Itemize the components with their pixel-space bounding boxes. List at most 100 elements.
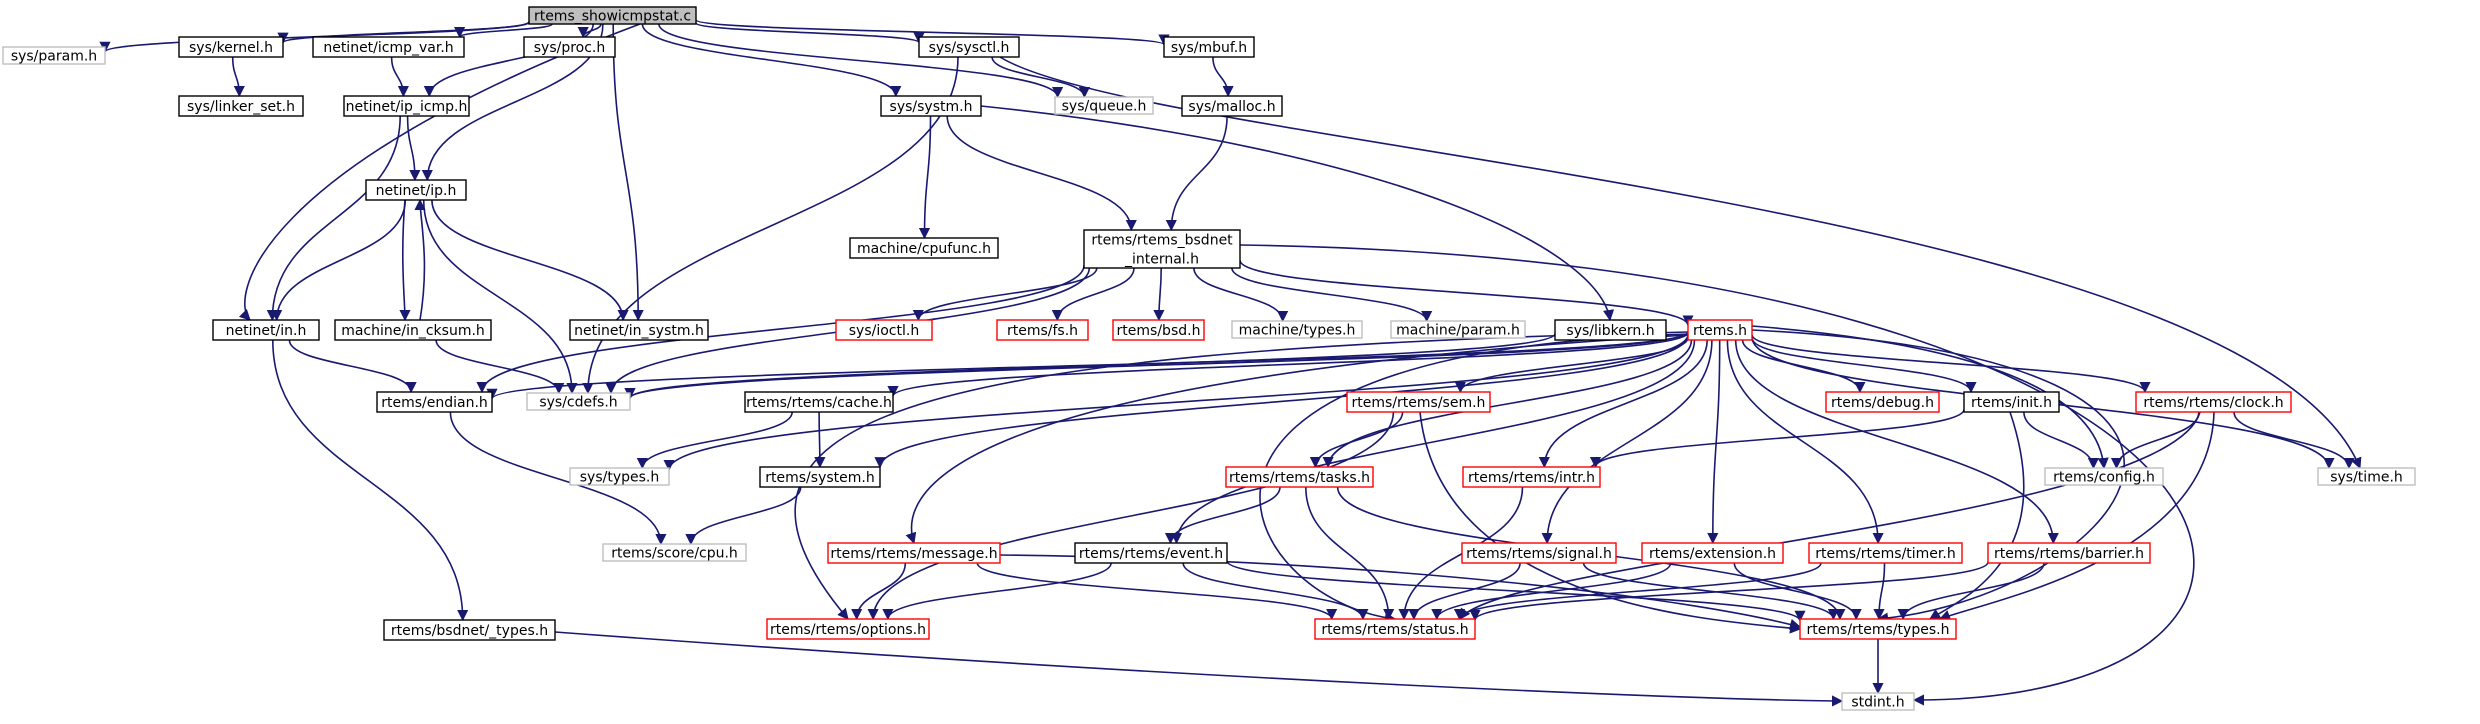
edge-path [612,23,644,322]
edge-path [554,631,1844,707]
edge-rtems-cache-to-rtems-system [814,411,826,469]
edge-path [874,335,1689,469]
edge-root-to-in-systm [612,23,644,322]
edge-rtems-h-to-rtems-extension [1707,339,1721,545]
node-bsdnet-internal[interactable]: rtems/rtems_bsdnet_internal.h [1083,229,1241,269]
node-rtems-intr: rtems/rtems/intr.h [1462,466,1601,488]
edge-path [1226,560,1806,622]
node-label: rtems/config.h [2053,470,2155,486]
edge-path [1751,337,1977,394]
node-box [2135,391,2292,413]
node-label: rtems_showicmpstat.c [534,9,691,25]
edge-path [1733,562,1862,621]
edge-netinet-in-to-bsdnet-types [272,339,469,622]
edge-path [1165,115,1228,232]
edge-path [231,56,245,98]
node-label: rtems/bsdnet/_types.h [391,623,548,639]
edge-rtems-h-to-rtems-intr [1538,339,1708,469]
edge-rtems-timer-to-rtems-status [1454,562,1822,621]
edge-path [1897,562,2045,621]
edge-rtems-tasks-to-rtems-event [1164,486,1281,545]
node-box [376,391,493,413]
node-sys-queue: sys/queue.h [1054,96,1154,115]
edge-path [695,22,925,44]
node-rtems-event[interactable]: rtems/rtems/event.h [1074,542,1228,564]
node-sys-libkern[interactable]: sys/libkern.h [1554,319,1667,341]
node-rtems-cache[interactable]: rtems/rtems/cache.h [744,391,894,413]
edge-bsdnet-internal-to-rtems-fs [1051,267,1135,322]
node-machine-param: machine/param.h [1390,320,1526,339]
node-rtems-endian[interactable]: rtems/endian.h [376,391,493,413]
node-netinet-in[interactable]: netinet/in.h [212,319,320,341]
edge-rtems-timer-to-rtems-types [1873,562,1886,621]
edge-path [449,411,667,546]
edge-bsdnet-internal-to-machine-param [1231,267,1433,323]
node-rtems-init[interactable]: rtems/init.h [1963,391,2060,413]
node-ip-icmp[interactable]: netinet/ip_icmp.h [343,95,470,117]
edge-path [918,115,932,240]
node-sys-param: sys/param.h [2,46,106,65]
node-label: sys/param.h [11,49,97,65]
node-in-systm[interactable]: netinet/in_systm.h [569,319,709,341]
node-box [2317,467,2416,486]
node-label: rtems/rtems/clock.h [2143,395,2283,411]
node-rtems-sem: rtems/rtems/sem.h [1346,391,1491,413]
node-rtems-system[interactable]: rtems/system.h [759,466,881,488]
node-sys-kernel[interactable]: sys/kernel.h [178,36,284,58]
edge-path [271,199,407,322]
node-linker-set[interactable]: sys/linker_set.h [178,95,304,117]
node-box [383,619,556,641]
node-box [334,319,492,341]
node-rtems-status: rtems/rtems/status.h [1314,618,1476,640]
edge-path [1170,339,1696,545]
node-sys-proc[interactable]: sys/proc.h [523,36,616,58]
node-box [1390,320,1526,339]
node-cpufunc[interactable]: machine/cpufunc.h [849,237,999,259]
edge-rtems-init-to-rtems-config [2023,411,2099,470]
edge-root-to-sys-queue [658,23,1064,99]
edge-path [636,411,793,470]
node-machine-types: machine/types.h [1231,320,1363,339]
node-bsdnet-types[interactable]: rtems/bsdnet/_types.h [383,619,556,641]
node-sys-ioctl: sys/ioctl.h [835,319,933,341]
edge-path [1734,339,2059,545]
node-label: rtems/rtems/cache.h [746,395,892,411]
edge-rtems-signal-to-rtems-status [1408,562,1521,621]
node-icmp-var[interactable]: netinet/icmp_var.h [312,36,465,58]
edge-path [390,56,409,98]
node-label: sys/kernel.h [189,40,273,56]
node-box [1987,542,2151,564]
node-box [526,392,631,411]
node-sys-malloc[interactable]: sys/malloc.h [1181,95,1283,117]
node-box [1462,466,1601,488]
node-label: sys/systm.h [890,99,973,115]
edge-rtems-h-to-rtems-endian [486,331,1689,400]
node-in-cksum[interactable]: machine/in_cksum.h [334,319,492,341]
node-label: sys/malloc.h [1188,99,1275,115]
node-label: netinet/in_systm.h [574,323,704,339]
edge-path [399,199,411,322]
node-rtems-message: rtems/rtems/message.h [827,542,1001,564]
edge-sys-systm-to-bsdnet-internal [946,115,1137,232]
node-box [1799,618,1957,640]
edge-path [1469,561,1989,622]
edge-path [2233,411,2355,470]
node-root[interactable]: rtems_showicmpstat.c [528,6,697,25]
edge-path [1590,409,1965,469]
node-sys-systm[interactable]: sys/systm.h [880,95,982,117]
edge-rtems-barrier-to-rtems-status [1469,561,1989,622]
edge-path [1431,562,1672,621]
edge-path [851,562,907,621]
edge-rtems-h-to-rtems-message [905,334,1689,545]
edge-path [423,23,594,98]
node-netinet-ip[interactable]: netinet/ip.h [365,179,467,201]
node-sys-mbuf[interactable]: sys/mbuf.h [1163,36,1255,58]
node-box [1083,229,1241,269]
node-rtems-config: rtems/config.h [2044,467,2164,486]
node-label: sys/types.h [580,470,659,486]
edge-rtems-h-to-rtems-options [794,331,1689,620]
node-sys-sysctl[interactable]: sys/sysctl.h [918,36,1020,58]
node-label: machine/cpufunc.h [857,241,991,257]
node-box [365,179,467,201]
edge-path [454,23,553,39]
